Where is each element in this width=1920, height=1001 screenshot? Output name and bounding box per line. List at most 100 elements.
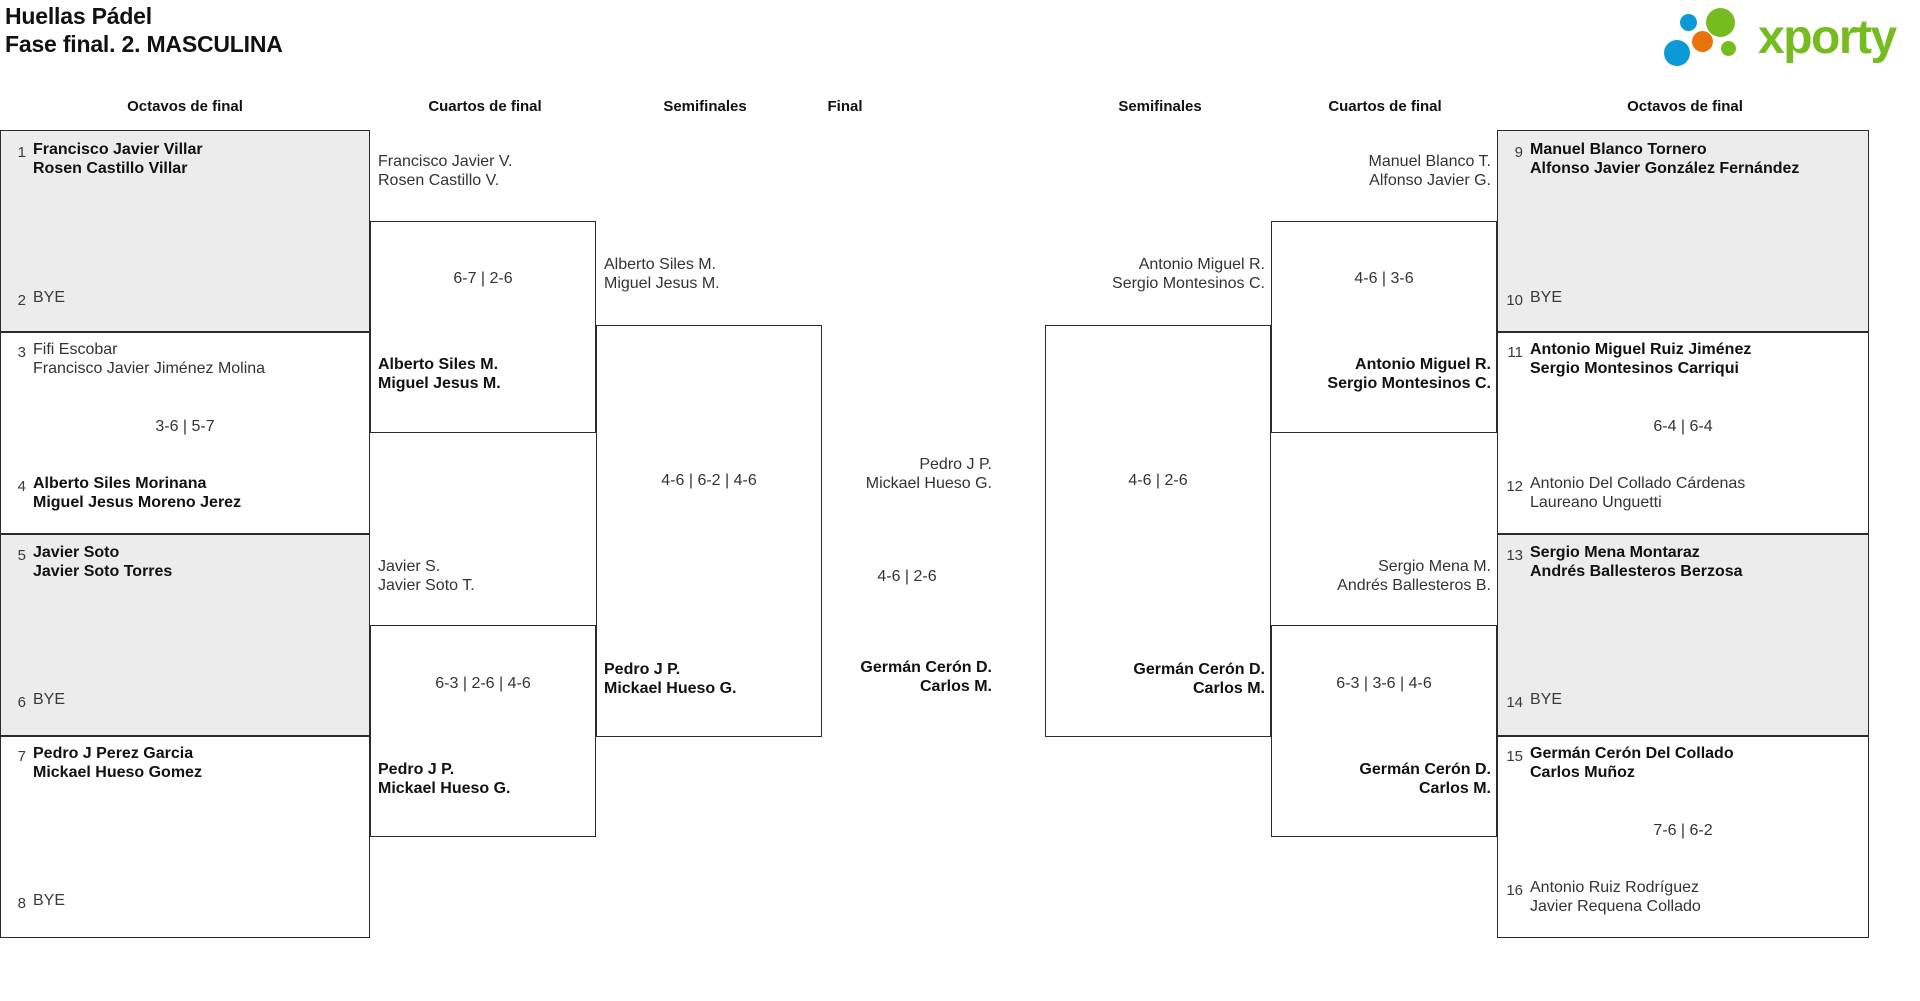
xporty-logo: xporty: [1662, 6, 1912, 68]
match-box-right-semis-1[interactable]: [1045, 325, 1271, 737]
player-1: Fifi Escobar: [33, 341, 118, 358]
player-2: Javier Soto Torres: [33, 563, 173, 580]
score-left-semis-1: 4-6 | 6-2 | 4-6: [661, 472, 757, 489]
logo-dot-blue-large: [1664, 40, 1690, 66]
seed-row-3[interactable]: 3 Fifi Escobar Francisco Javier Jiménez …: [4, 340, 364, 378]
player-names: Manuel Blanco Tornero Alfonso Javier Gon…: [1523, 140, 1799, 178]
player-1: Antonio Miguel Ruiz Jiménez: [1530, 341, 1752, 358]
player-2: Laureano Unguetti: [1530, 494, 1662, 511]
seed-row-1[interactable]: 1 Francisco Javier Villar Rosen Castillo…: [4, 140, 364, 178]
seed-row-13[interactable]: 13 Sergio Mena Montaraz Andrés Ballester…: [1501, 543, 1863, 581]
match-box-left-octavos-3[interactable]: [0, 534, 370, 736]
player-label-right-cuartos-2-bottom: Germán Cerón D. Carlos M.: [1071, 760, 1491, 798]
round-header-left-semis: Semifinales: [663, 98, 747, 115]
player-names: Antonio Miguel Ruiz Jiménez Sergio Monte…: [1523, 340, 1751, 378]
player-names: Pedro J Perez Garcia Mickael Hueso Gomez: [26, 744, 202, 782]
seed-row-14[interactable]: 14 BYE: [1501, 690, 1863, 712]
seed-number: 7: [17, 748, 26, 765]
seed-number: 6: [17, 694, 26, 711]
seed-row-8[interactable]: 8 BYE: [4, 891, 364, 913]
match-box-left-cuartos-1[interactable]: [370, 221, 596, 433]
player-2: Javier Soto T.: [378, 577, 475, 594]
player-label-final-bottom: Germán Cerón D. Carlos M.: [622, 658, 992, 696]
player-1: Sergio Mena M.: [1378, 558, 1491, 575]
player-label-left-semis-top: Alberto Siles M. Miguel Jesus M.: [604, 255, 720, 293]
seed-number: 8: [17, 895, 26, 912]
round-header-left-cuartos: Cuartos de final: [428, 98, 542, 115]
match-box-left-octavos-4[interactable]: [0, 736, 370, 938]
seed-number: 10: [1506, 292, 1523, 309]
player-1: Germán Cerón D.: [1133, 661, 1265, 678]
seed-row-11[interactable]: 11 Antonio Miguel Ruiz Jiménez Sergio Mo…: [1501, 340, 1863, 378]
player-label-right-cuartos-2-top: Sergio Mena M. Andrés Ballesteros B.: [1071, 557, 1491, 595]
seed-row-6[interactable]: 6 BYE: [4, 690, 364, 712]
player-2: Carlos Muñoz: [1530, 764, 1635, 781]
logo-dot-green-large: [1706, 8, 1735, 37]
seed-row-2[interactable]: 2 BYE: [4, 288, 364, 310]
player-1: Sergio Mena Montaraz: [1530, 544, 1700, 561]
player-label-left-cuartos-2-bottom: Pedro J P. Mickael Hueso G.: [378, 760, 511, 798]
seed-row-9[interactable]: 9 Manuel Blanco Tornero Alfonso Javier G…: [1501, 140, 1863, 178]
player-1: Manuel Blanco T.: [1368, 153, 1491, 170]
player-1: Antonio Miguel R.: [1138, 256, 1265, 273]
match-box-left-cuartos-2[interactable]: [370, 625, 596, 837]
player-label-left-cuartos-2-top: Javier S. Javier Soto T.: [378, 557, 475, 595]
player-names: Sergio Mena Montaraz Andrés Ballesteros …: [1523, 543, 1743, 581]
match-box-right-cuartos-2[interactable]: [1271, 625, 1497, 837]
player-2: Rosen Castillo V.: [378, 172, 500, 189]
seed-row-15[interactable]: 15 Germán Cerón Del Collado Carlos Muñoz: [1501, 744, 1863, 782]
player-2: Mickael Hueso G.: [604, 680, 737, 697]
player-1: Alberto Siles Morinana: [33, 475, 207, 492]
seed-row-12[interactable]: 12 Antonio Del Collado Cárdenas Laureano…: [1501, 474, 1863, 512]
player-1: Germán Cerón D.: [860, 659, 992, 676]
seed-row-10[interactable]: 10 BYE: [1501, 288, 1863, 310]
player-2: Sergio Montesinos Carriqui: [1530, 360, 1739, 377]
player-1: Javier Soto: [33, 544, 120, 561]
player-2: Mickael Hueso Gomez: [33, 764, 202, 781]
player-label-left-cuartos-1-top: Francisco Javier V. Rosen Castillo V.: [378, 152, 513, 190]
bye-label: BYE: [33, 892, 66, 909]
player-1: Germán Cerón Del Collado: [1530, 745, 1734, 762]
seed-row-4[interactable]: 4 Alberto Siles Morinana Miguel Jesus Mo…: [4, 474, 364, 512]
match-box-right-octavos-1[interactable]: [1497, 130, 1869, 332]
player-1: Javier S.: [378, 558, 441, 575]
player-1: Germán Cerón D.: [1359, 761, 1491, 778]
match-box-right-cuartos-1[interactable]: [1271, 221, 1497, 433]
logo-wordmark: xporty: [1758, 11, 1897, 64]
score-left-octavos-2: 3-6 | 5-7: [155, 418, 215, 435]
player-names: Francisco Javier Villar Rosen Castillo V…: [26, 140, 203, 178]
seed-number: 3: [17, 344, 26, 361]
match-box-right-octavos-3[interactable]: [1497, 534, 1869, 736]
score-right-octavos-2: 6-4 | 6-4: [1653, 418, 1713, 435]
player-2: Javier Requena Collado: [1530, 898, 1701, 915]
bye-label: BYE: [33, 289, 66, 306]
match-box-right-octavos-4[interactable]: [1497, 736, 1869, 938]
player-label-right-cuartos-1-bottom: Antonio Miguel R. Sergio Montesinos C.: [1071, 355, 1491, 393]
player-1: Francisco Javier Villar: [33, 141, 203, 158]
player-1: Pedro J P.: [919, 456, 992, 473]
score-right-semis-1: 4-6 | 2-6: [1128, 472, 1188, 489]
player-label-final-top: Pedro J P. Mickael Hueso G.: [622, 455, 992, 493]
player-2: Carlos M.: [919, 678, 992, 695]
seed-row-5[interactable]: 5 Javier Soto Javier Soto Torres: [4, 543, 364, 581]
match-box-left-octavos-1[interactable]: [0, 130, 370, 332]
player-1: Alberto Siles M.: [378, 356, 499, 373]
seed-number: 11: [1507, 344, 1523, 361]
bye-label: BYE: [33, 691, 66, 708]
player-names: Antonio Del Collado Cárdenas Laureano Un…: [1523, 474, 1745, 512]
match-box-right-octavos-2[interactable]: [1497, 332, 1869, 534]
seed-number: 4: [17, 478, 26, 495]
player-2: Francisco Javier Jiménez Molina: [33, 360, 266, 377]
score-final: 4-6 | 2-6: [877, 568, 937, 585]
seed-number: 14: [1506, 694, 1523, 711]
seed-number: 9: [1514, 144, 1523, 161]
match-box-left-semis-1[interactable]: [596, 325, 822, 737]
player-names: Antonio Ruiz Rodríguez Javier Requena Co…: [1523, 878, 1701, 916]
player-2: Sergio Montesinos C.: [1112, 275, 1265, 292]
bye-label: BYE: [1530, 691, 1563, 708]
match-box-left-octavos-2[interactable]: [0, 332, 370, 534]
seed-row-16[interactable]: 16 Antonio Ruiz Rodríguez Javier Requena…: [1501, 878, 1863, 916]
player-1: Pedro J Perez Garcia: [33, 745, 194, 762]
seed-row-7[interactable]: 7 Pedro J Perez Garcia Mickael Hueso Gom…: [4, 744, 364, 782]
player-2: Miguel Jesus M.: [604, 275, 720, 292]
